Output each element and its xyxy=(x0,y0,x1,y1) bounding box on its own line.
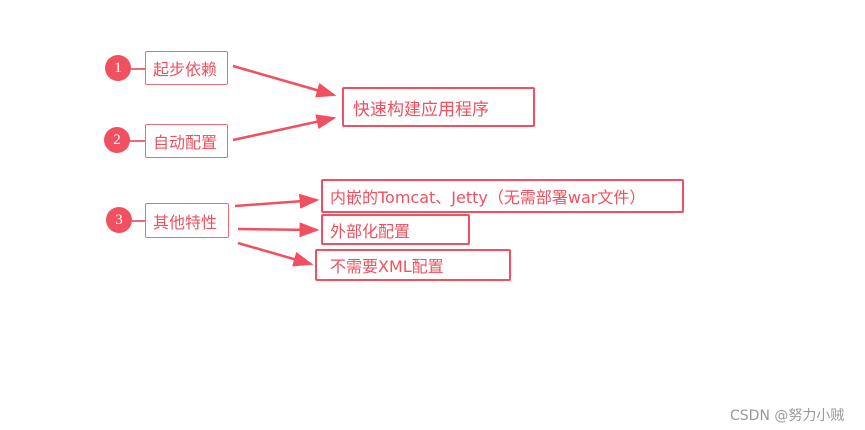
feature-embedded-server: 内嵌的Tomcat、Jetty（无需部署war文件） xyxy=(321,179,684,213)
number-badge-3: 3 xyxy=(106,207,132,233)
connector xyxy=(131,68,145,70)
arrow-3c xyxy=(237,241,314,267)
watermark: CSDN @努力小贼 xyxy=(730,408,845,424)
feature-external-config: 外部化配置 xyxy=(321,214,470,245)
connector xyxy=(132,220,145,222)
connector xyxy=(130,140,145,142)
box-target: 快速构建应用程序 xyxy=(342,87,535,127)
arrow-1 xyxy=(232,64,337,98)
box-starter-deps: 起步依赖 xyxy=(145,51,228,85)
box-auto-config: 自动配置 xyxy=(145,124,228,158)
box-other-features: 其他特性 xyxy=(145,203,229,238)
number-badge-1: 1 xyxy=(105,55,131,81)
arrow-2 xyxy=(232,114,337,142)
number-badge-2: 2 xyxy=(104,127,130,153)
arrow-3b xyxy=(237,222,320,238)
feature-no-xml: 不需要XML配置 xyxy=(315,249,511,281)
arrow-3a xyxy=(234,193,320,209)
